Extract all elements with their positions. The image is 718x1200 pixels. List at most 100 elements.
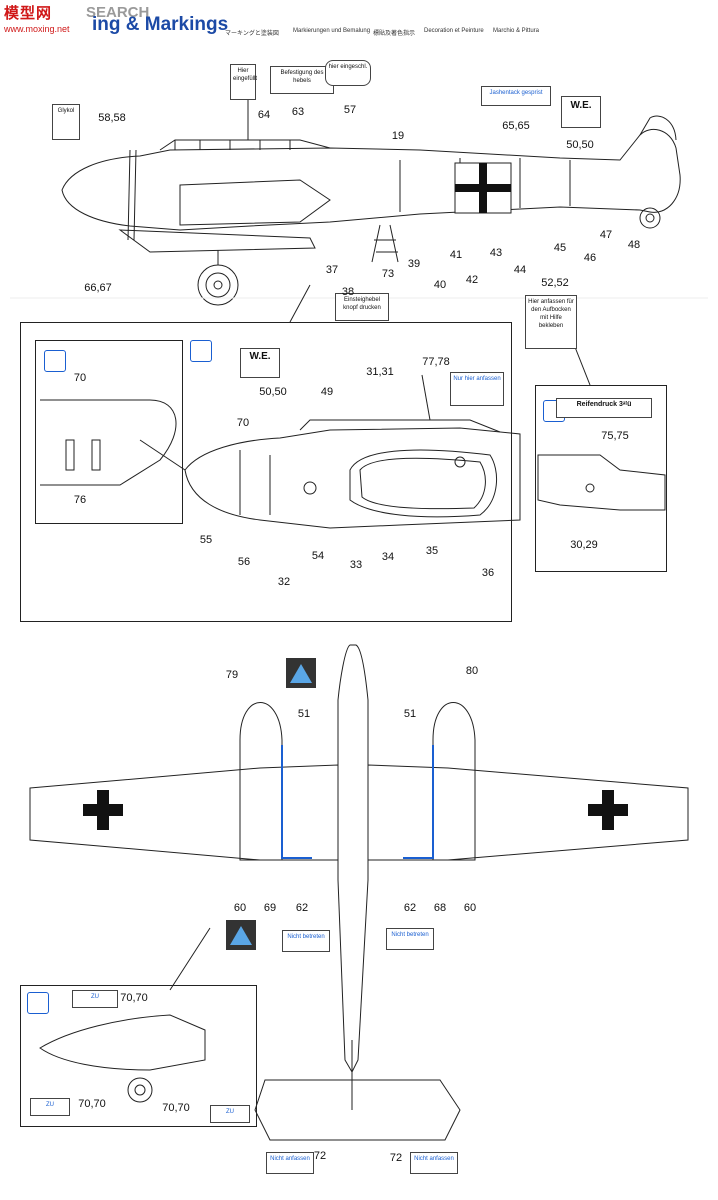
callout-number: 34	[381, 551, 395, 563]
callout-number: 45	[553, 242, 567, 254]
nicht-betreten-stencil-1: Nicht betreten	[282, 930, 330, 952]
callout-number: 70,70	[162, 1102, 190, 1114]
callout-number: 66,67	[84, 282, 112, 294]
page-title: ing & Markings	[92, 14, 229, 35]
callout-number: 37	[325, 264, 339, 276]
watermark-logo: 模型网	[4, 5, 53, 22]
callout-number: 70,70	[78, 1098, 106, 1110]
callout-number: 42	[465, 274, 479, 286]
nicht-betreten-text: Nicht betreten	[287, 934, 325, 940]
callout-number: 49	[320, 386, 334, 398]
zu-text: ZU	[226, 1109, 234, 1115]
nicht-anfassen-text: Nicht anfassen	[414, 1156, 454, 1162]
callout-number: 60	[233, 902, 247, 914]
glykol-text: Glykol	[57, 108, 75, 114]
callout-number: 44	[513, 264, 527, 276]
callout-number: 79	[225, 669, 239, 681]
we-text: W.E.	[249, 351, 271, 362]
zu-stencil-2: ZU	[30, 1098, 70, 1116]
zu-text: ZU	[91, 994, 99, 1000]
callout-number: 43	[489, 247, 503, 259]
callout-number: 62	[403, 902, 417, 914]
callout-number: 77,78	[422, 356, 450, 368]
callout-number: 69	[263, 902, 277, 914]
callout-number: 70	[236, 417, 250, 429]
page-header: 模型网 www.moxing.net SEARCH ing & Markings…	[0, 0, 718, 40]
hier-eingefullt-stencil: Hier eingefüllt	[230, 64, 258, 100]
callout-number: 51	[403, 708, 417, 720]
callout-number: 57	[343, 104, 357, 116]
hier-eingefullt-text: Hier eingefüllt	[233, 68, 258, 82]
paint-brush-icon	[27, 992, 49, 1014]
callout-number: 64	[257, 109, 271, 121]
title-it: Marchio & Pittura	[493, 28, 540, 34]
paint-brush-icon	[44, 350, 66, 372]
we-text: W.E.	[570, 100, 592, 111]
jashentack-text: Jashentack gesprist	[489, 90, 543, 96]
callout-number: 70,70	[120, 992, 148, 1004]
callout-number: 41	[449, 249, 463, 261]
callout-number: 38	[341, 286, 355, 298]
hier-anfassen-text: Hier anfassen für den Aufbocken mit Hilf…	[528, 299, 574, 329]
callout-number: 65,65	[502, 120, 530, 132]
callout-number: 36	[481, 567, 495, 579]
callout-number: 73	[381, 268, 395, 280]
callout-number: 55	[199, 534, 213, 546]
detail-inset-engine	[35, 340, 183, 524]
reifendruck-text: Reifendruck 3ᵃᵗü	[576, 401, 632, 408]
callout-number: 19	[391, 130, 405, 142]
callout-number: 50,50	[566, 139, 594, 151]
callout-number: 35	[425, 545, 439, 557]
we-stencil-detail: W.E.	[240, 348, 280, 378]
title-cn: 標貼及著色指示	[373, 31, 416, 37]
callout-number: 46	[583, 252, 597, 264]
einsteighebel-text: Einsteighebel knopf drucken	[343, 297, 381, 311]
callout-number: 56	[237, 556, 251, 568]
callout-number: 51	[297, 708, 311, 720]
callout-number: 58,58	[98, 112, 126, 124]
callout-number: 48	[627, 239, 641, 251]
zu-text: ZU	[46, 1102, 54, 1108]
nicht-betreten-stencil-2: Nicht betreten	[386, 928, 434, 950]
callout-number: 68	[433, 902, 447, 914]
callout-number: 50,50	[259, 386, 287, 398]
nur-hier-stencil: Nur hier anfassen	[450, 372, 504, 406]
title-fr: Decoration et Peinture	[424, 28, 484, 34]
title-de: Markierungen und Bemalung	[293, 28, 371, 34]
callout-number: 40	[433, 279, 447, 291]
callout-number: 33	[349, 559, 363, 571]
detail-panel-engine	[20, 322, 512, 622]
callout-number: 54	[311, 550, 325, 562]
nur-hier-text: Nur hier anfassen	[453, 376, 501, 382]
hier-eingeschlossen-stencil: hier eingeschl.	[325, 60, 371, 86]
watermark-url: www.moxing.net	[4, 24, 70, 34]
callout-number: 72	[389, 1152, 403, 1164]
watermark-search: SEARCH	[86, 4, 150, 21]
reifendruck-stencil: Reifendruck 3ᵃᵗü	[556, 398, 652, 418]
callout-number: 60	[463, 902, 477, 914]
callout-number: 32	[277, 576, 291, 588]
hier-eingeschlossen-text: hier eingeschl.	[328, 64, 368, 70]
callout-number: 47	[599, 229, 613, 241]
nicht-betreten-text: Nicht betreten	[391, 932, 429, 938]
we-stencil-top: W.E.	[561, 96, 601, 128]
paint-brush-icon	[190, 340, 212, 362]
jashentack-stencil: Jashentack gesprist	[481, 86, 551, 106]
nicht-anfassen-stencil-1: Nicht anfassen	[266, 1152, 314, 1174]
callout-number: 80	[465, 665, 479, 677]
callout-number: 30,29	[570, 539, 598, 551]
befestigung-text: Befestigung des hebels	[280, 70, 324, 84]
callout-number: 72	[313, 1150, 327, 1162]
glykol-stencil: Glykol	[52, 104, 80, 140]
title-jp: マーキングと塗装図	[225, 31, 279, 37]
callout-number: 62	[295, 902, 309, 914]
hier-anfassen-stencil: Hier anfassen für den Aufbocken mit Hilf…	[525, 295, 577, 349]
zu-stencil-1: ZU	[72, 990, 118, 1008]
einsteighebel-stencil: Einsteighebel knopf drucken	[335, 293, 389, 321]
callout-number: 39	[407, 258, 421, 270]
callout-number: 52,52	[541, 277, 569, 289]
nicht-anfassen-text: Nicht anfassen	[270, 1156, 310, 1162]
callout-number: 76	[73, 494, 87, 506]
callout-number: 63	[291, 106, 305, 118]
